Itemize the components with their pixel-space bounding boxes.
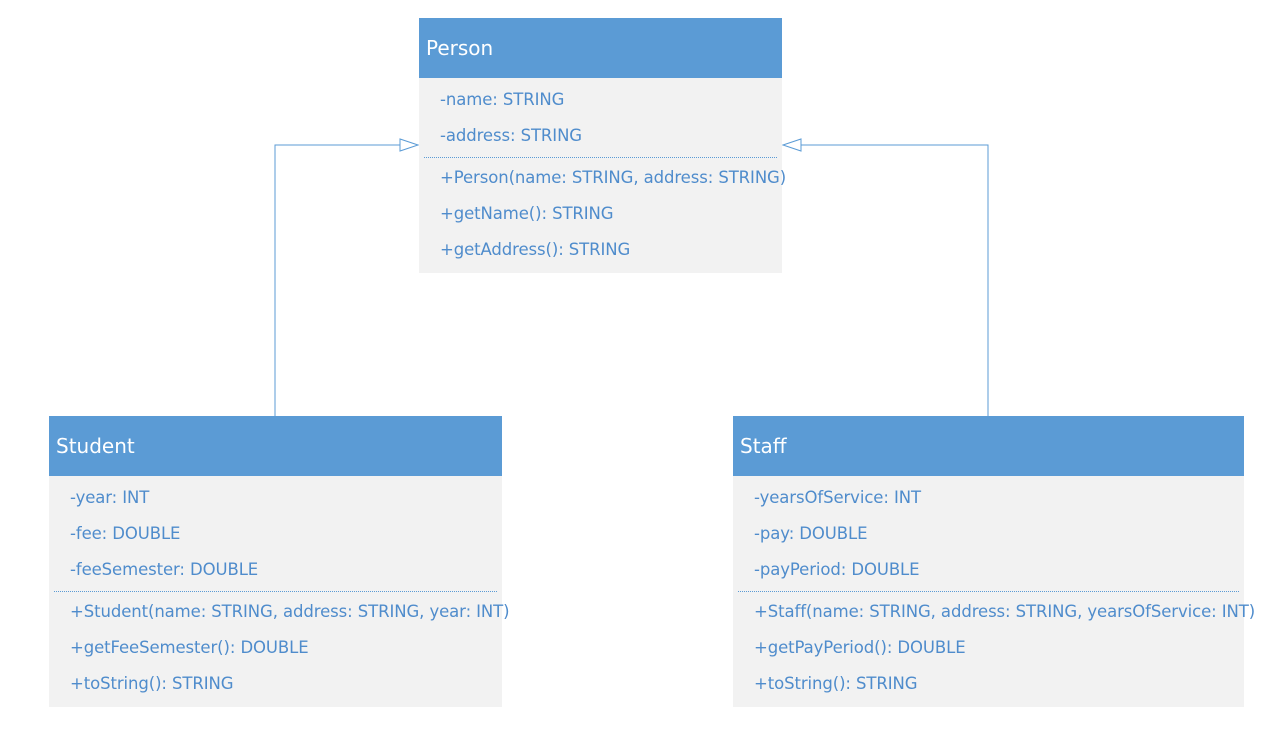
operation-to-string: +toString(): STRING <box>754 674 918 693</box>
class-student-attributes: -year: INT -fee: DOUBLE -feeSemester: DO… <box>49 476 502 588</box>
operation-staff-constructor: +Staff(name: STRING, address: STRING, ye… <box>754 602 1256 621</box>
class-person-attributes: -name: STRING -address: STRING <box>419 78 782 154</box>
attribute-year: -year: INT <box>70 488 150 507</box>
staff-generalization-line <box>801 144 989 416</box>
student-to-person-generalization <box>274 138 420 416</box>
student-generalization-line <box>274 144 400 416</box>
class-staff-name: Staff <box>733 416 1244 476</box>
operation-get-fee-semester: +getFeeSemester(): DOUBLE <box>70 638 309 657</box>
operation-person-constructor: +Person(name: STRING, address: STRING) <box>440 168 787 187</box>
attribute-fee-semester: -feeSemester: DOUBLE <box>70 560 259 579</box>
attribute-address: -address: STRING <box>440 126 582 145</box>
attribute-pay: -pay: DOUBLE <box>754 524 868 543</box>
operation-get-name: +getName(): STRING <box>440 204 614 223</box>
staff-to-person-generalization <box>781 138 989 416</box>
class-person-divider <box>424 157 777 158</box>
operation-student-constructor: +Student(name: STRING, address: STRING, … <box>70 602 510 621</box>
class-staff-divider <box>738 591 1239 592</box>
class-student-name: Student <box>49 416 502 476</box>
class-person-name: Person <box>419 18 782 78</box>
staff-generalization-arrowhead-icon <box>781 138 802 152</box>
operation-to-string: +toString(): STRING <box>70 674 234 693</box>
class-student[interactable]: Student -year: INT -fee: DOUBLE -feeSeme… <box>49 416 510 707</box>
student-generalization-arrowhead-icon <box>399 138 420 152</box>
class-staff[interactable]: Staff -yearsOfService: INT -pay: DOUBLE … <box>733 416 1256 707</box>
operation-get-address: +getAddress(): STRING <box>440 240 631 259</box>
class-person[interactable]: Person -name: STRING -address: STRING +P… <box>419 18 787 273</box>
attribute-years-of-service: -yearsOfService: INT <box>754 488 921 507</box>
class-student-divider <box>54 591 497 592</box>
class-person-operations: +Person(name: STRING, address: STRING) +… <box>419 158 787 268</box>
operation-get-pay-period: +getPayPeriod(): DOUBLE <box>754 638 966 657</box>
attribute-name: -name: STRING <box>440 90 565 109</box>
class-student-operations: +Student(name: STRING, address: STRING, … <box>49 592 510 702</box>
attribute-fee: -fee: DOUBLE <box>70 524 181 543</box>
class-staff-attributes: -yearsOfService: INT -pay: DOUBLE -payPe… <box>733 476 1244 588</box>
class-staff-operations: +Staff(name: STRING, address: STRING, ye… <box>733 592 1256 702</box>
attribute-pay-period: -payPeriod: DOUBLE <box>754 560 920 579</box>
